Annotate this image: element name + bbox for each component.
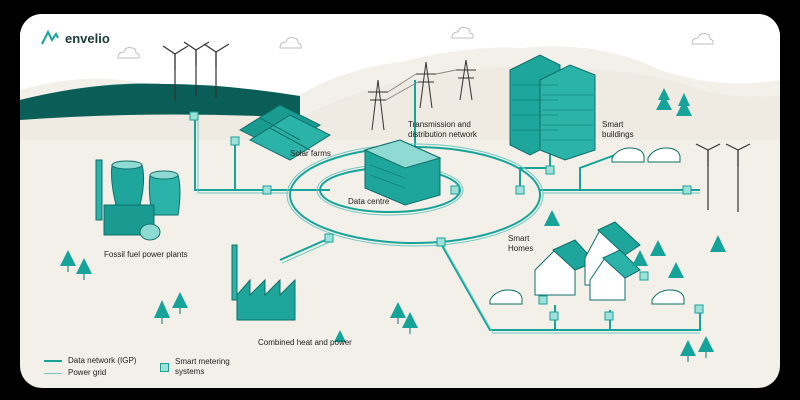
house-icon: [535, 222, 640, 300]
legend-power-grid: Power grid: [44, 368, 106, 378]
power-plant-icon: [96, 160, 180, 240]
energy-grid-panel: envelio Solar farms Transmission and dis…: [20, 14, 780, 388]
legend-power-grid-label: Power grid: [68, 368, 106, 378]
label-smart-homes: Smart Homes: [508, 234, 533, 254]
label-fossil: Fossil fuel power plants: [104, 250, 188, 260]
server-icon: [365, 140, 440, 205]
wind-turbine-icon: [696, 144, 750, 212]
network-diagram: [20, 14, 780, 388]
label-solar-farms: Solar farms: [290, 149, 331, 159]
legend-data-network-swatch: [44, 360, 62, 362]
legend-data-network-label: Data network (IGP): [68, 356, 136, 366]
label-transmission: Transmission and distribution network: [408, 120, 477, 140]
brand-name: envelio: [65, 31, 110, 46]
legend-smart-metering-label: Smart metering systems: [175, 357, 230, 377]
label-chp: Combined heat and power: [258, 338, 352, 348]
label-data-centre: Data centre: [348, 197, 389, 207]
logo: envelio: [40, 30, 110, 46]
legend-data-network: Data network (IGP): [44, 356, 136, 366]
building-icon: [510, 55, 595, 160]
factory-icon: [232, 245, 295, 320]
legend-power-grid-swatch: [44, 373, 62, 374]
logo-icon: [40, 30, 60, 46]
label-smart-buildings: Smart buildings: [602, 120, 634, 140]
legend-smart-metering-swatch: [160, 363, 169, 372]
legend-smart-metering: Smart metering systems: [160, 357, 230, 377]
